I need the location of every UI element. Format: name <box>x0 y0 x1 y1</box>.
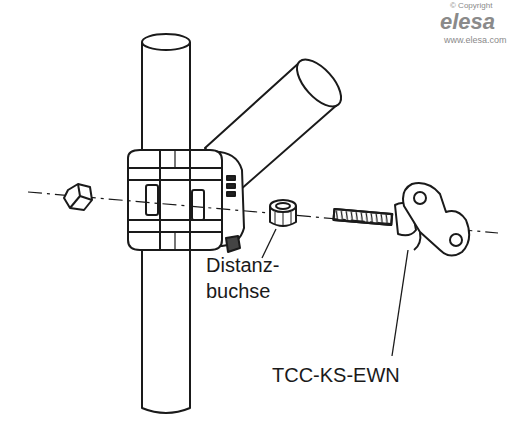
clamp-body <box>128 150 244 252</box>
leader-line <box>392 250 408 356</box>
part-label: Distanz- buchse <box>206 252 298 304</box>
spacer-bushing <box>270 200 296 227</box>
leader-line <box>262 229 276 258</box>
hex-nut <box>64 184 92 210</box>
part-label: TCC-KS-EWN <box>272 362 400 388</box>
brand-watermark: elesa <box>440 8 495 37</box>
website-watermark: www.elesa.com <box>444 35 507 47</box>
wing-screw <box>333 183 469 255</box>
